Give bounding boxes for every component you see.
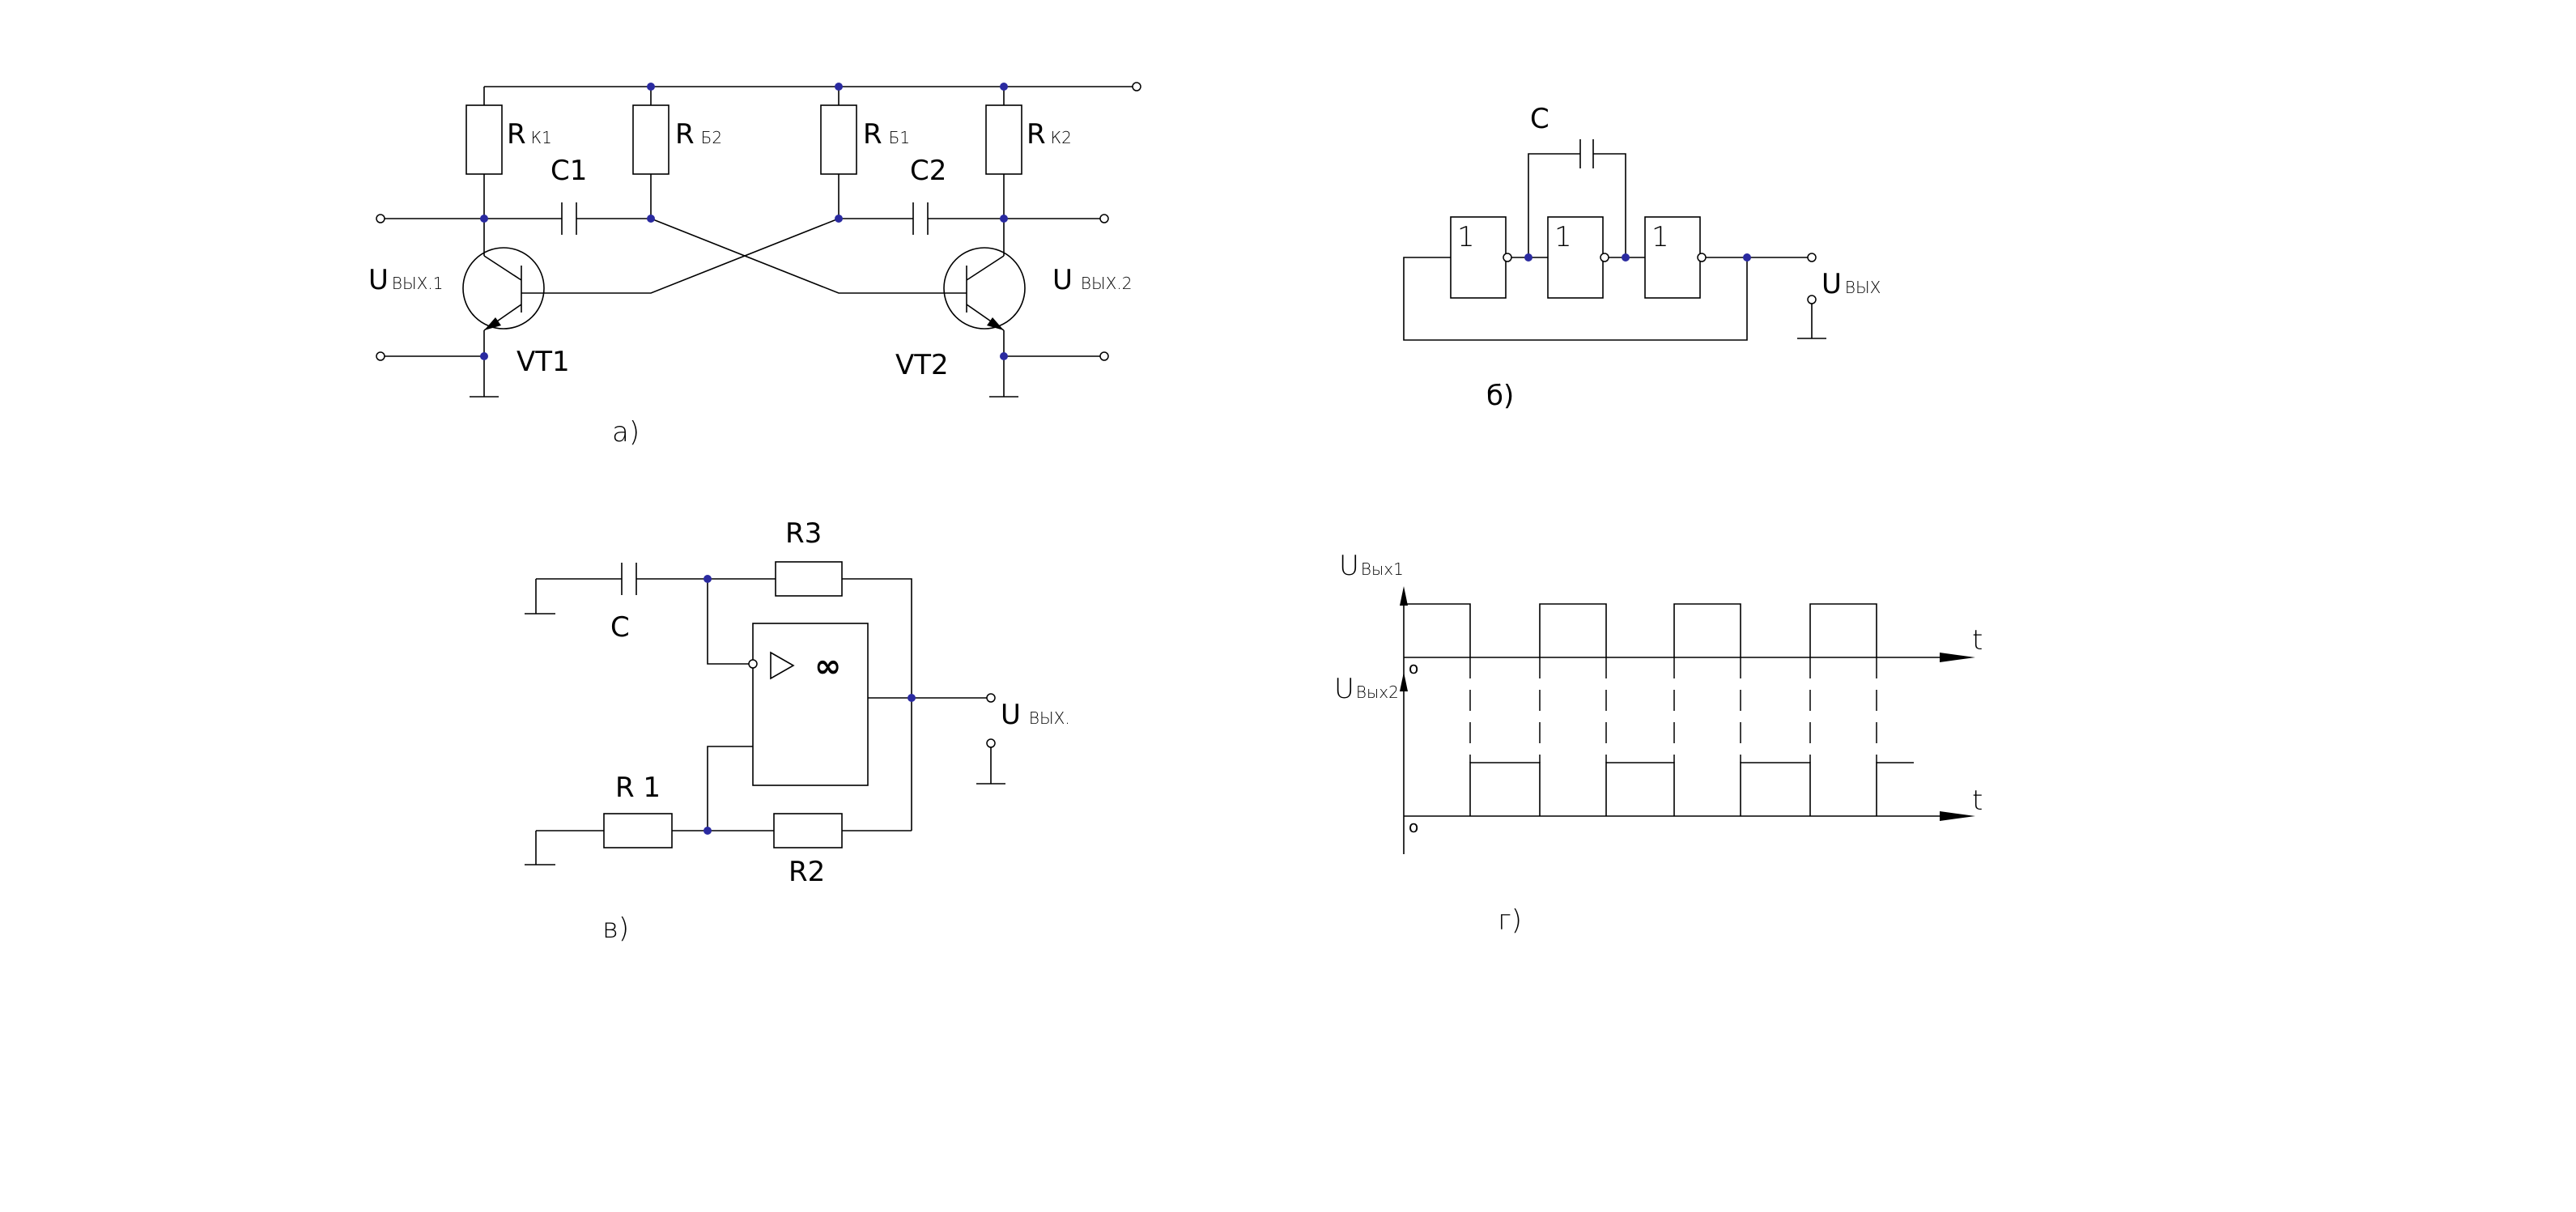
resistor-rk2 [985,104,1022,175]
capacitor-c [1579,139,1594,168]
origin-2: o [1409,817,1418,836]
dashed-guides [1469,657,1877,763]
label-t1: t [1972,624,1983,657]
capacitor-c2 [912,202,929,235]
waveform-u1 [1404,603,1877,657]
output-terminal [1807,253,1817,262]
label-r2: R2 [789,856,825,888]
opamp-triangle [770,651,795,680]
resistor-rk1 [465,104,503,175]
supply-terminal [1132,82,1141,91]
transistor-vt1 [462,219,545,356]
gate-1 [1450,216,1507,299]
output2-terminal [1099,214,1109,223]
left-ground-terminal [376,351,385,361]
label-r1: R 1 [615,772,661,804]
resistor-r3 [775,561,843,597]
caption-a: а) [612,416,640,449]
origin-1: o [1409,658,1418,678]
waveform-u2 [1469,762,1914,816]
caption-b: б) [1486,380,1514,412]
gate-3-label: 1 [1651,221,1669,253]
time-arrow-1 [1940,653,1975,662]
opamp [752,623,869,786]
ground-r1 [525,831,555,865]
capacitor-c [621,563,637,595]
right-ground-terminal [1099,351,1109,361]
ground-terminal [986,738,996,748]
gate-2-label: 1 [1554,221,1572,253]
output1-terminal [376,214,385,223]
label-c: C [610,611,630,644]
caption-g: г) [1498,904,1522,937]
label-t2: t [1972,785,1983,817]
resistor-rb1 [820,104,857,175]
output-terminal [986,693,996,703]
time-arrow-2 [1940,811,1975,821]
ground-terminal [1807,295,1817,304]
label-c2: C2 [910,155,946,187]
caption-v: в) [602,912,629,945]
opamp-infinity: ∞ [814,648,841,685]
resistor-rb2 [632,104,670,175]
gate-1-label: 1 [1457,221,1475,253]
label-vt1: VT1 [516,346,570,378]
label-c: C [1530,103,1549,135]
label-r3: R3 [785,517,822,550]
transistor-vt2 [943,219,1026,356]
resistor-r1 [603,813,673,848]
label-vt2: VT2 [895,349,949,381]
label-c1: C1 [550,155,587,187]
resistor-r2 [773,813,843,848]
capacitor-c1 [561,202,577,235]
